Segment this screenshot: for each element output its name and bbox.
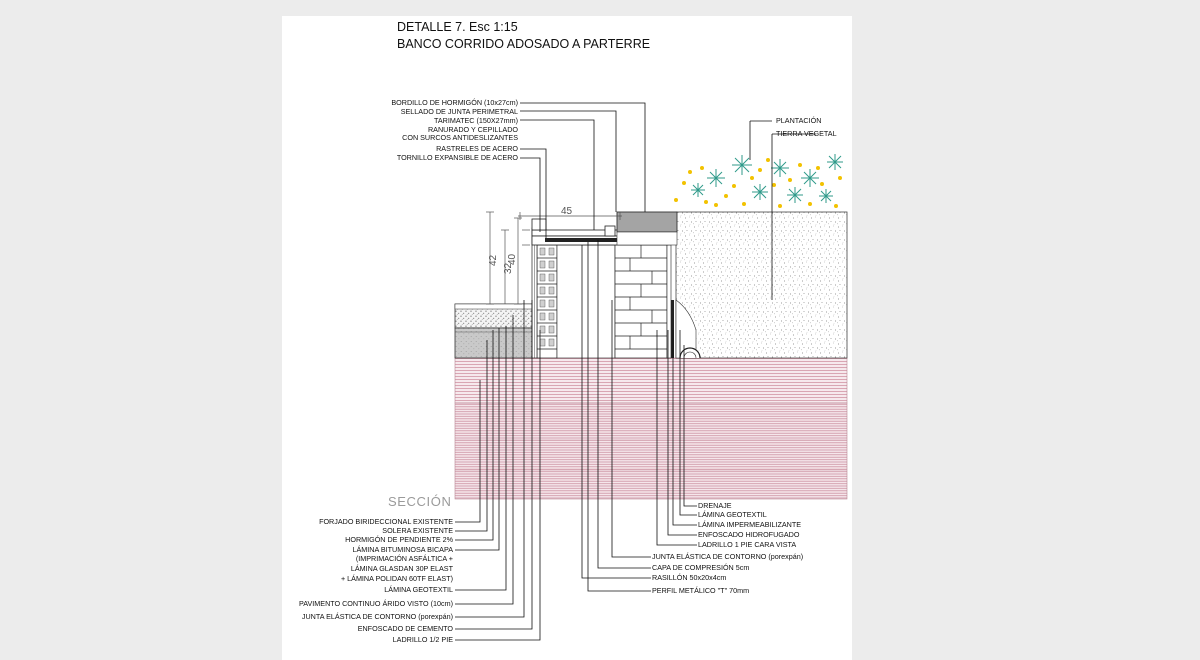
label-solera: SOLERA EXISTENTE (382, 526, 453, 535)
label-perfil-metalico: PERFIL METÁLICO "T" 70mm (652, 586, 750, 595)
label-glasdan: LÁMINA GLASDAN 30P ELAST (350, 564, 453, 573)
label-tornillo: TORNILLO EXPANSIBLE DE ACERO (396, 153, 518, 162)
label-enfoscado-hidrofugado: ENFOSCADO HIDROFUGADO (698, 530, 800, 539)
label-junta-left: JUNTA ELÁSTICA DE CONTORNO (porexpán) (301, 612, 453, 621)
plant-flowers (674, 158, 842, 208)
label-enfoscado-cemento: ENFOSCADO DE CEMENTO (357, 624, 453, 633)
slab-hatch (454, 357, 848, 404)
label-sellado: SELLADO DE JUNTA PERIMETRAL (400, 107, 518, 116)
label-geotextil-left: LÁMINA GEOTEXTIL (384, 585, 453, 594)
one-foot-brick-wall (614, 244, 668, 359)
drawing-title: DETALLE 7. Esc 1:15 (397, 20, 518, 34)
label-tarimatec: TARIMATEC (150X27mm) (434, 116, 518, 125)
label-pavimento: PAVIMENTO CONTINUO ÁRIDO VISTO (10cm) (298, 599, 453, 608)
dim-height-32: 32 (503, 262, 514, 274)
label-surcos: CON SURCOS ANTIDESLIZANTES (402, 133, 518, 142)
dim-width-45: 45 (561, 206, 573, 217)
label-ranurado: RANURADO Y CEPILLADO (427, 125, 518, 134)
label-imprimacion: (IMPRIMACIÓN ASFÁLTICA + (355, 554, 453, 563)
label-ladrillo-un-pie: LADRILLO 1 PIE CARA VISTA (698, 540, 797, 549)
label-geotextil-right: LÁMINA GEOTEXTIL (698, 510, 767, 519)
label-polidan: + LÁMINA POLIDAN 60TF ELAST) (340, 574, 453, 583)
plantacion (691, 154, 843, 203)
label-lamina-bituminosa: LÁMINA BITUMINOSA BICAPA (352, 545, 453, 554)
drawing-subtitle: BANCO CORRIDO ADOSADO A PARTERRE (397, 37, 651, 51)
label-tierra-vegetal: TIERRA VEGETAL (776, 129, 837, 138)
label-forjado: FORJADO BIRIDECCIONAL EXISTENTE (319, 517, 453, 526)
label-hormigon-pendiente: HORMIGÓN DE PENDIENTE 2% (345, 535, 453, 544)
slab-hatch-lower (454, 402, 848, 500)
label-rasillon: RASILLÓN 50x20x4cm (652, 573, 727, 582)
label-rastreles: RASTRELES DE ACERO (436, 144, 518, 153)
dimension-lines (486, 211, 622, 305)
tierra-vegetal (675, 211, 848, 359)
solera-existente (454, 327, 533, 359)
label-plantacion: PLANTACIÓN (776, 116, 822, 125)
leader-lines (455, 102, 816, 641)
dim-height-42: 42 (488, 254, 499, 266)
label-ladrillo-medio-pie: LADRILLO 1/2 PIE (392, 635, 453, 644)
label-impermeabilizante: LÁMINA IMPERMEABILIZANTE (698, 520, 802, 529)
label-capa-compresion: CAPA DE COMPRESIÓN 5cm (652, 563, 750, 572)
bordillo-hormigon (616, 211, 678, 233)
section-label: SECCIÓN (388, 494, 452, 509)
label-junta-right: JUNTA ELÁSTICA DE CONTORNO (porexpán) (652, 552, 804, 561)
dim-height-40: 40 (507, 253, 518, 265)
label-bordillo: BORDILLO DE HORMIGÓN (10x27cm) (391, 98, 518, 107)
label-drenaje: DRENAJE (698, 501, 732, 510)
